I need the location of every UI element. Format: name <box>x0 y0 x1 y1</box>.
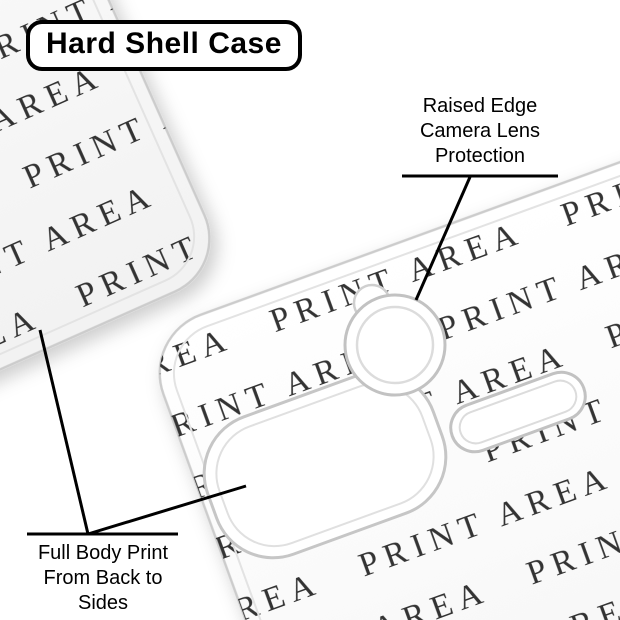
fullbody-annotation: Full Body Print From Back to Sides <box>15 541 191 616</box>
camera-lens-cutout <box>343 283 447 397</box>
phone-case-main <box>158 0 620 620</box>
camera-opening-hole <box>202 370 448 560</box>
case-main-print-area <box>159 0 620 620</box>
fullbody-pointer-line-right <box>87 484 247 536</box>
camera-pointer-line <box>414 176 472 301</box>
camera-opening-inner-ledge <box>215 382 435 548</box>
fullbody-pointer-line-left <box>38 329 90 535</box>
phone-case-corner <box>0 0 211 568</box>
flash-bar-cutout <box>449 370 587 454</box>
title-badge-label: Hard Shell Case <box>46 27 282 60</box>
camera-annotation: Raised Edge Camera Lens Protection <box>385 94 575 169</box>
fullbody-annotation-line-3: Sides <box>77 592 129 614</box>
camera-opening-cutout <box>202 370 448 560</box>
fullbody-annotation-line-2: From Back to <box>43 567 163 589</box>
camera-annotation-line-3: Protection <box>434 145 526 167</box>
camera-annotation-line-1: Raised Edge <box>422 95 538 117</box>
case-corner-print-area <box>0 0 210 567</box>
camera-annotation-line-2: Camera Lens <box>419 120 541 142</box>
title-badge: Hard Shell Case <box>26 20 302 71</box>
lens-raised-ring-inner <box>355 305 435 385</box>
pointer-lines <box>27 174 558 536</box>
fullbody-annotation-line-1: Full Body Print <box>37 542 169 564</box>
flash-bar-hole <box>449 370 587 454</box>
flash-bar-inner-ledge <box>458 379 578 445</box>
